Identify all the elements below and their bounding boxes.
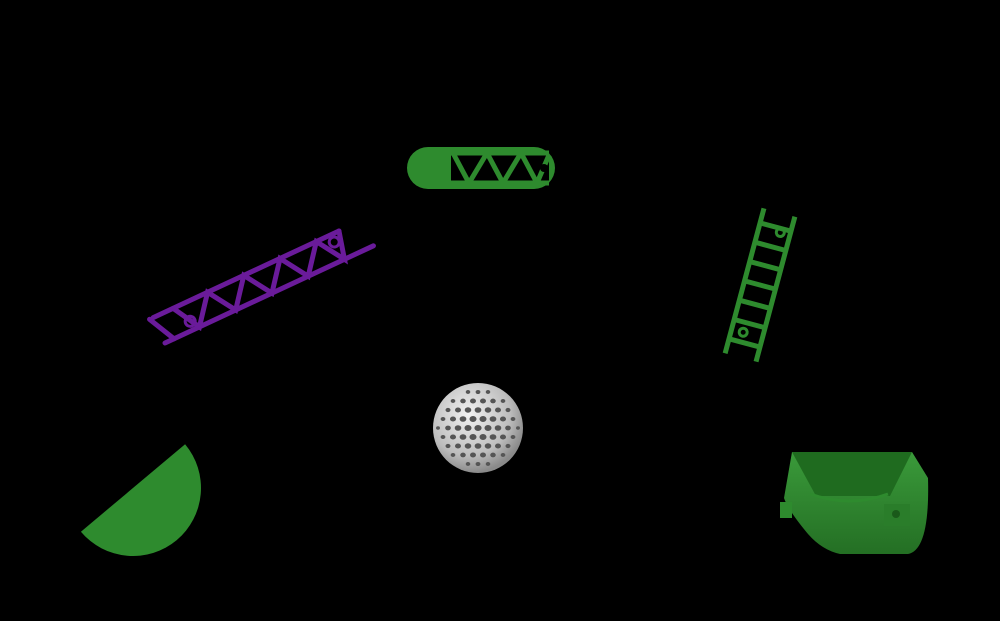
ball-hole <box>499 434 507 440</box>
ball-hole <box>505 443 511 449</box>
ball-hole <box>449 434 457 440</box>
ball-hole <box>484 443 492 449</box>
ball-hole <box>474 425 482 431</box>
ladder-hole-bottom <box>737 326 749 338</box>
ball-hole <box>484 407 492 413</box>
ball-hole <box>464 407 472 413</box>
ball-hole <box>490 452 496 458</box>
ball-hole <box>440 434 446 440</box>
ball-hole <box>464 425 472 431</box>
ball-hole <box>500 453 506 457</box>
bucket-hole <box>892 510 900 518</box>
ball-hole <box>484 425 492 431</box>
ball-hole <box>510 416 516 422</box>
ball-hole <box>436 426 440 430</box>
ball-hole <box>505 407 511 413</box>
ball-hole <box>505 425 511 431</box>
ball-hole <box>485 462 491 466</box>
ball-hole <box>464 443 472 449</box>
bucket[interactable] <box>780 452 929 554</box>
truss-capsule-braces <box>450 147 552 189</box>
half-disc[interactable] <box>80 444 229 584</box>
half-disc-body <box>80 444 201 556</box>
ball-hole <box>460 398 466 404</box>
ball-hole <box>470 398 476 404</box>
ball-hole <box>459 416 467 422</box>
truss-capsule[interactable] <box>407 147 555 189</box>
perforated-ball-holes <box>436 389 520 467</box>
ball-hole <box>460 452 466 458</box>
truss-beam-frame <box>147 228 376 346</box>
ball-hole <box>516 426 520 430</box>
ball-hole <box>499 416 507 422</box>
ladder[interactable] <box>722 207 798 363</box>
bucket-rim <box>809 492 889 503</box>
ball-hole <box>465 390 471 394</box>
truss-beam-hole-right <box>327 235 341 249</box>
ball-hole <box>440 416 446 422</box>
ball-hole <box>469 416 477 422</box>
ball-hole <box>480 398 486 404</box>
ball-hole <box>490 398 496 404</box>
ball-hole <box>480 452 486 458</box>
ball-hole <box>470 452 476 458</box>
ball-hole <box>500 399 506 403</box>
ball-hole <box>445 443 451 449</box>
bucket-tab-left <box>780 502 792 518</box>
ball-hole <box>474 407 482 413</box>
ball-hole <box>475 389 481 395</box>
ball-hole <box>455 443 461 449</box>
ball-hole <box>450 453 456 457</box>
ball-hole <box>474 443 482 449</box>
ball-hole <box>479 434 487 440</box>
ball-hole <box>445 425 451 431</box>
ladder-hole-top <box>774 226 786 238</box>
ball-hole <box>475 461 481 467</box>
truss-capsule-hole <box>540 164 548 172</box>
ball-hole <box>485 390 491 394</box>
ball-hole <box>494 425 502 431</box>
ball-hole <box>449 416 457 422</box>
ball-hole <box>479 416 487 422</box>
ball-hole <box>495 407 501 413</box>
ball-hole <box>459 434 467 440</box>
ball-hole <box>455 407 461 413</box>
ball-hole <box>489 434 497 440</box>
ball-hole <box>489 416 497 422</box>
ladder-frame <box>722 207 798 363</box>
ball-hole <box>510 434 516 440</box>
ball-hole <box>465 462 471 466</box>
ball-hole <box>450 399 456 403</box>
perforated-ball[interactable] <box>433 383 523 473</box>
truss-beam[interactable] <box>147 220 376 346</box>
ball-hole <box>495 443 501 449</box>
ball-hole <box>454 425 462 431</box>
ball-hole <box>469 434 477 440</box>
ball-hole <box>445 407 451 413</box>
truss-beam-hole-left <box>183 314 197 328</box>
bucket-inner <box>792 452 912 496</box>
